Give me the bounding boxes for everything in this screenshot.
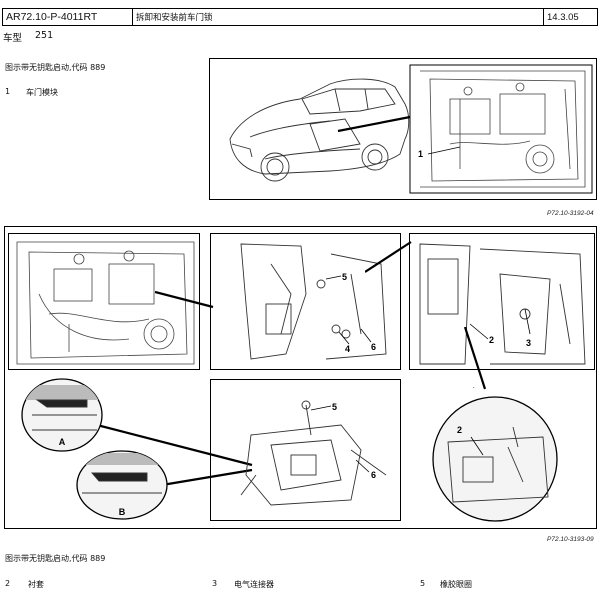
model-label: 车型 xyxy=(3,33,23,44)
legend-label: 衬套 xyxy=(28,580,44,589)
clip-detail-view: A B xyxy=(17,375,253,523)
legend-label: 橡胶眼圈 xyxy=(440,580,472,589)
detail-label-b: B xyxy=(119,507,126,517)
document-header: AR72.10-P-4011RT 拆卸和安装前车门锁 14.3.05 xyxy=(2,8,598,26)
legend-number: 5 xyxy=(420,579,426,588)
lock-removed-view: 5 6 xyxy=(210,379,401,521)
callout-6: 6 xyxy=(371,342,376,352)
car-illustration: 1 xyxy=(229,64,593,194)
callout-5-lower: 5 xyxy=(332,402,337,412)
callout-6-lower: 6 xyxy=(371,470,376,480)
figure1-ref: P72.10-3192-04 xyxy=(547,210,594,217)
callout-3: 3 xyxy=(526,338,531,348)
section2-caption: 图示带无钥匙启动,代码 889 xyxy=(5,554,106,563)
bushing-view: 2 3 xyxy=(409,233,595,370)
bushing-circle-detail: 2 xyxy=(423,387,583,525)
detail-label-a: A xyxy=(59,437,66,447)
legend-label: 电气连接器 xyxy=(234,580,274,589)
door-inner-view xyxy=(8,233,200,370)
callout-2: 2 xyxy=(489,335,494,345)
figure-lock-removal: 5 4 6 2 3 xyxy=(4,226,597,529)
callout-4: 4 xyxy=(345,344,350,354)
section1-caption: 图示带无钥匙启动,代码 889 xyxy=(5,63,106,72)
figure2-ref: P72.10-3193-09 xyxy=(547,536,594,543)
doc-date: 14.3.05 xyxy=(547,11,579,23)
doc-title: 拆卸和安装前车门锁 xyxy=(133,9,544,25)
legend-number: 1 xyxy=(5,87,11,96)
callout-5: 5 xyxy=(342,272,347,282)
figure-car-overview: 1 xyxy=(209,58,597,200)
doc-code: AR72.10-P-4011RT xyxy=(3,9,133,25)
legend-label: 车门模块 xyxy=(26,88,58,97)
callout-2-detail: 2 xyxy=(457,425,462,435)
model-value: 251 xyxy=(35,30,54,41)
legend-number: 2 xyxy=(5,579,11,588)
callout-1: 1 xyxy=(418,149,423,159)
legend-number: 3 xyxy=(212,579,218,588)
lock-closeup-view: 5 4 6 xyxy=(210,233,401,370)
